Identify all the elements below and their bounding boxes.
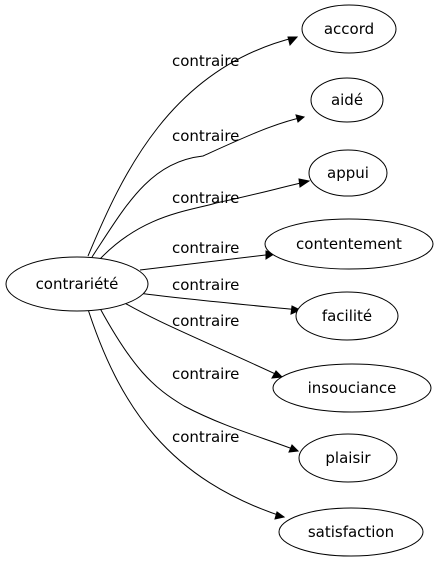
edge-contentement xyxy=(139,253,275,271)
edge-appui xyxy=(99,180,310,260)
edge-insouciance-arrowhead xyxy=(271,370,284,379)
node-satisfaction[interactable]: satisfaction xyxy=(278,507,424,557)
edge-label-satisfaction: contraire xyxy=(172,428,239,446)
edge-label-accord: contraire xyxy=(172,52,239,70)
node-accord[interactable]: accord xyxy=(301,4,397,54)
node-source-ellipse xyxy=(5,256,149,312)
node-source-label: contrariété xyxy=(36,275,119,293)
node-accord-label: accord xyxy=(324,20,374,38)
node-facilite-ellipse xyxy=(295,291,399,341)
node-aide-label: aidé xyxy=(331,91,363,109)
edge-insouciance xyxy=(115,297,283,378)
node-appui[interactable]: appui xyxy=(308,149,388,197)
node-contentement-label: contentement xyxy=(296,235,402,253)
nodes-layer: contrariété accord aidé appui contenteme… xyxy=(5,4,434,557)
edge-appui-arrowhead xyxy=(298,178,311,188)
node-insouciance[interactable]: insouciance xyxy=(272,363,432,413)
edge-accord-arrowhead xyxy=(287,36,299,47)
edge-satisfaction-arrowhead xyxy=(274,511,286,520)
edge-label-contentement: contraire xyxy=(172,239,239,257)
edge-label-facilite: contraire xyxy=(172,276,239,294)
node-insouciance-label: insouciance xyxy=(308,379,397,397)
node-plaisir[interactable]: plaisir xyxy=(298,433,398,483)
node-facilite-label: facilité xyxy=(322,307,372,325)
edge-label-insouciance: contraire xyxy=(172,312,239,330)
edges-layer xyxy=(85,36,311,520)
node-aide-ellipse xyxy=(310,77,384,123)
edge-satisfaction xyxy=(85,302,285,518)
node-plaisir-label: plaisir xyxy=(325,449,371,467)
edge-label-aide: contraire xyxy=(172,127,239,145)
node-appui-label: appui xyxy=(327,164,369,182)
edge-aide-arrowhead xyxy=(295,114,306,123)
node-contentement[interactable]: contentement xyxy=(264,218,434,270)
edge-facilite xyxy=(137,292,301,311)
node-facilite[interactable]: facilité xyxy=(295,291,399,341)
edge-label-appui: contraire xyxy=(172,189,239,207)
node-accord-ellipse xyxy=(301,4,397,54)
edge-facilite-arrowhead xyxy=(290,305,302,315)
node-contentement-ellipse xyxy=(264,218,434,270)
edge-plaisir xyxy=(94,298,299,452)
node-aide[interactable]: aidé xyxy=(310,77,384,123)
edge-label-plaisir: contraire xyxy=(172,365,239,383)
node-plaisir-ellipse xyxy=(298,433,398,483)
node-appui-ellipse xyxy=(308,149,388,197)
edge-accord xyxy=(87,36,298,257)
node-insouciance-ellipse xyxy=(272,363,432,413)
node-satisfaction-ellipse xyxy=(278,507,424,557)
node-source[interactable]: contrariété xyxy=(5,256,149,312)
edge-plaisir-arrowhead xyxy=(288,444,300,453)
edge-aide xyxy=(91,116,305,258)
node-satisfaction-label: satisfaction xyxy=(308,523,394,541)
edge-labels-layer: contraire contraire contraire contraire … xyxy=(172,52,239,446)
